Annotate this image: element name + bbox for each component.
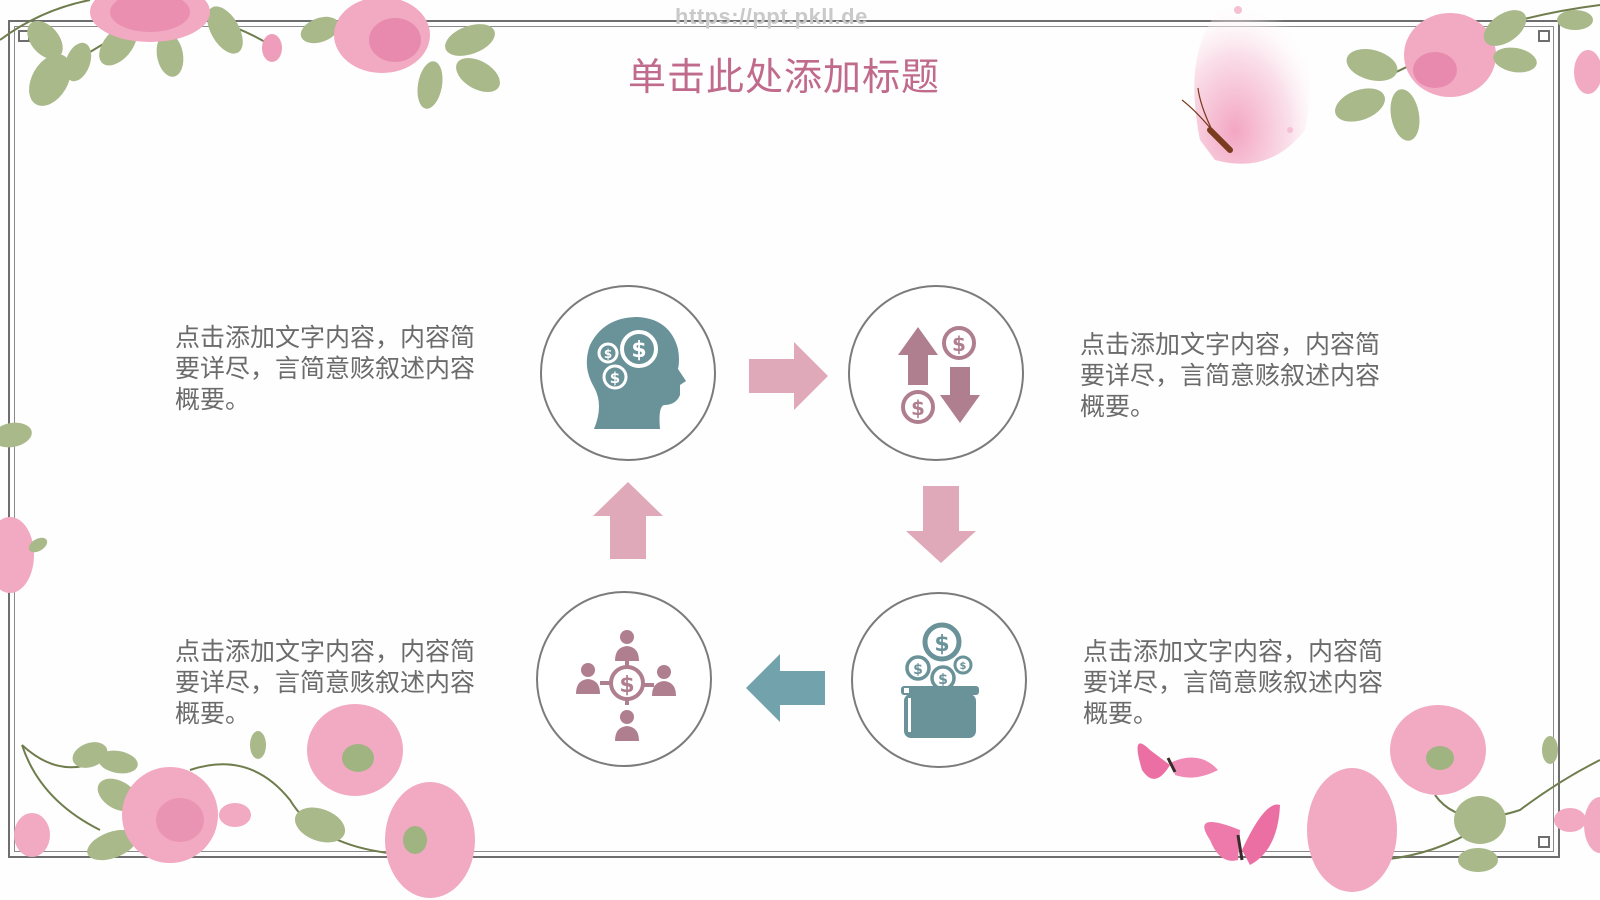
frame-corner-ornament [1538, 836, 1550, 848]
description-text-bottom-right[interactable]: 点击添加文字内容，内容简 要详尽，言简意赅叙述内容 概要。 [1083, 636, 1413, 729]
text-line: 点击添加文字内容，内容简 [1083, 637, 1384, 666]
people-money-network-icon: $ [576, 630, 676, 741]
text-line: 点击添加文字内容，内容简 [175, 637, 476, 666]
circle-people-network[interactable]: $ [536, 591, 712, 767]
svg-text:$: $ [631, 338, 646, 363]
frame-corner-ornament [18, 836, 30, 848]
svg-text:$: $ [610, 369, 620, 387]
text-line: 要详尽，言简意赅叙述内容 [175, 354, 476, 383]
text-line: 点击添加文字内容，内容简 [1080, 330, 1381, 359]
slide-title[interactable]: 单击此处添加标题 [627, 55, 940, 99]
svg-text:$: $ [952, 332, 966, 356]
text-line: 概要。 [175, 699, 251, 728]
description-text-top-left[interactable]: 点击添加文字内容，内容简 要详尽，言简意赅叙述内容 概要。 [175, 322, 505, 415]
text-line: 要详尽，言简意赅叙述内容 [1083, 668, 1384, 697]
svg-text:$: $ [619, 673, 634, 698]
text-line: 概要。 [175, 385, 251, 414]
circle-coins-pot[interactable]: $ $ $ $ [851, 592, 1027, 768]
svg-text:$: $ [911, 396, 925, 420]
arrow-right-icon [749, 342, 828, 410]
description-text-bottom-left[interactable]: 点击添加文字内容，内容简 要详尽，言简意赅叙述内容 概要。 [175, 636, 505, 729]
money-exchange-arrows-icon: $ $ [898, 326, 980, 424]
text-line: 概要。 [1083, 699, 1159, 728]
watermark-url: https://ppt.pkll.de [675, 4, 868, 29]
coins-pot-icon: $ $ $ $ [901, 622, 979, 738]
svg-text:$: $ [604, 347, 612, 361]
svg-text:$: $ [934, 632, 949, 657]
circle-head-money[interactable]: $ $ $ [540, 285, 716, 461]
circle-money-exchange[interactable]: $ $ [848, 285, 1024, 461]
text-line: 概要。 [1080, 392, 1156, 421]
head-money-icon: $ $ $ [586, 317, 686, 429]
svg-text:$: $ [938, 672, 948, 688]
svg-text:$: $ [960, 661, 967, 672]
text-line: 点击添加文字内容，内容简 [175, 323, 476, 352]
arrow-up-icon [593, 482, 663, 559]
text-line: 要详尽，言简意赅叙述内容 [175, 668, 476, 697]
text-line: 要详尽，言简意赅叙述内容 [1080, 361, 1381, 390]
arrow-left-icon [746, 654, 825, 722]
frame-corner-ornament [18, 30, 30, 42]
arrow-down-icon [906, 486, 976, 563]
description-text-top-right[interactable]: 点击添加文字内容，内容简 要详尽，言简意赅叙述内容 概要。 [1080, 329, 1410, 422]
svg-text:$: $ [913, 662, 923, 678]
frame-corner-ornament [1538, 30, 1550, 42]
